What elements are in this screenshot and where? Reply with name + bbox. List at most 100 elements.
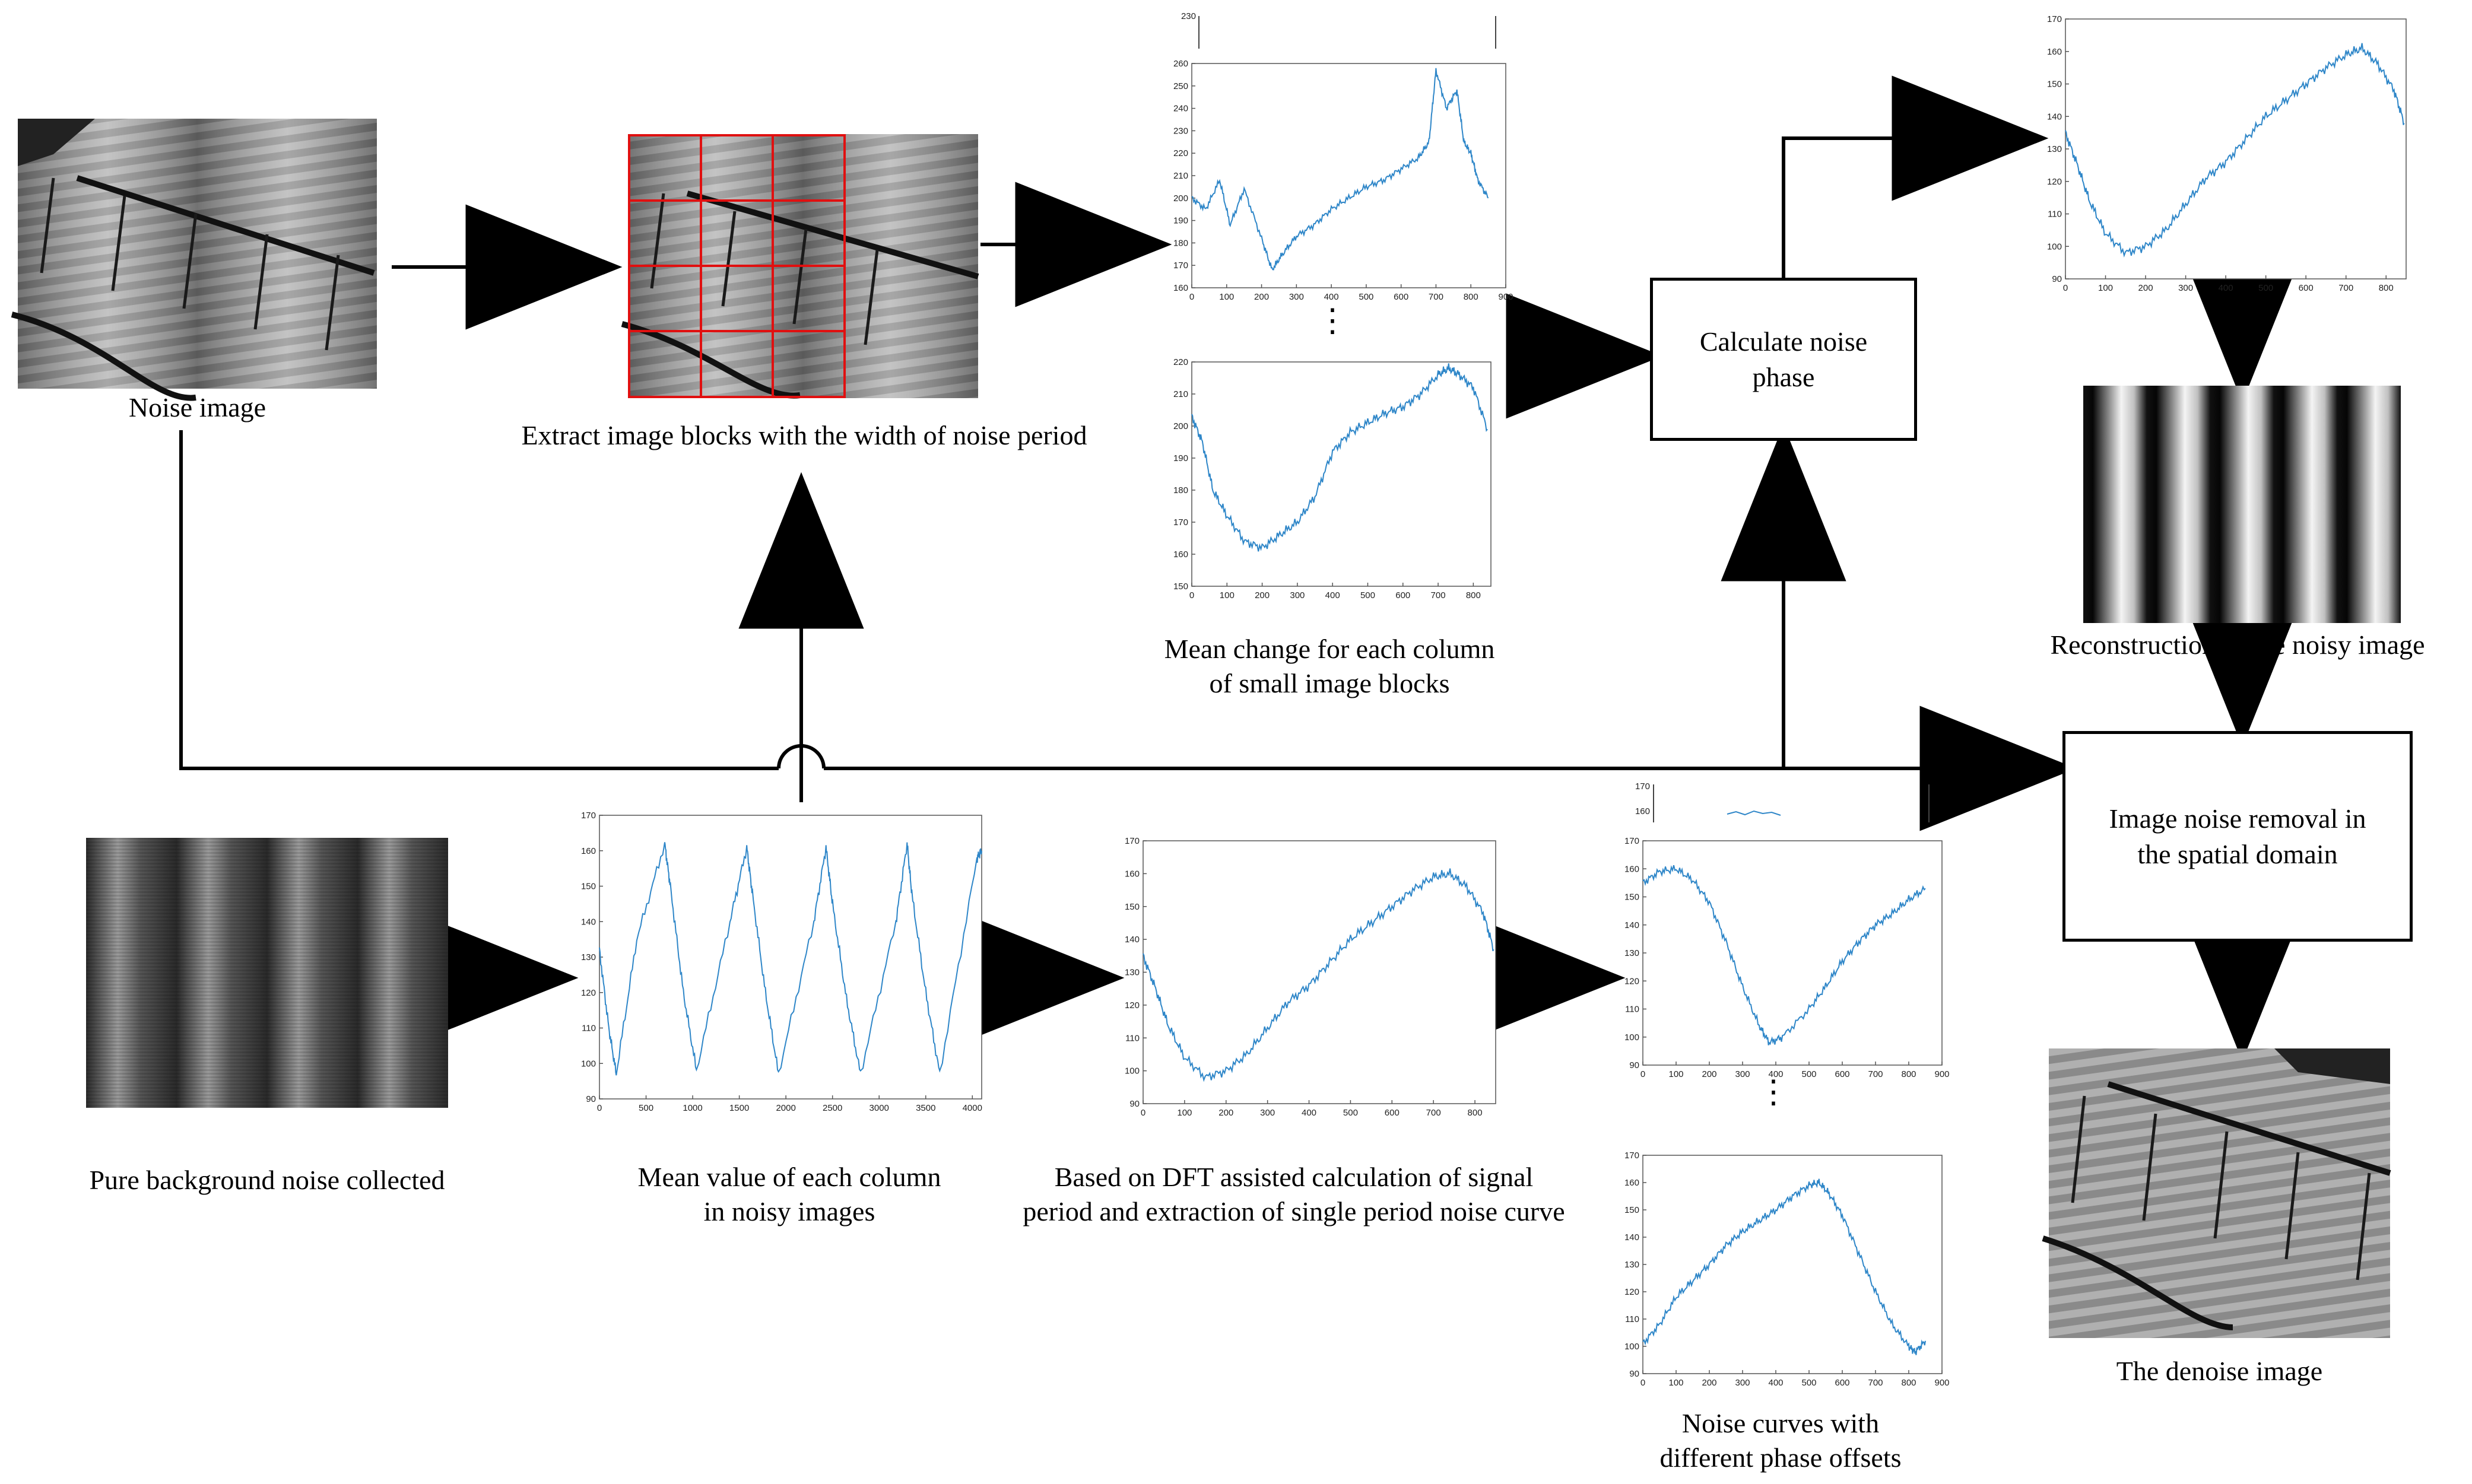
- y-tick-label: 200: [1173, 193, 1188, 204]
- stub-chart-phase: 170 160: [1635, 781, 1930, 822]
- x-tick-label: 200: [1218, 1108, 1233, 1118]
- y-tick-label: 160: [1125, 869, 1140, 879]
- y-tick-label: 120: [1624, 1287, 1639, 1297]
- x-tick-label: 3500: [916, 1103, 935, 1113]
- x-tick-label: 600: [1835, 1378, 1849, 1388]
- y-tick-label: 130: [2047, 144, 2062, 154]
- y-tick-label: 190: [1173, 453, 1188, 463]
- x-tick-label: 700: [2338, 283, 2353, 293]
- denoise-image: [2042, 1048, 2391, 1338]
- y-tick-label: 160: [1173, 283, 1188, 293]
- x-tick-label: 1500: [729, 1103, 749, 1113]
- x-tick-label: 400: [1768, 1378, 1783, 1388]
- y-tick-label: 140: [1624, 1232, 1639, 1243]
- y-tick-label: 180: [1173, 485, 1188, 495]
- x-tick-label: 100: [1177, 1108, 1192, 1118]
- y-tick-label: 170: [1624, 836, 1639, 846]
- x-tick-label: 500: [2258, 283, 2273, 293]
- x-tick-label: 700: [1426, 1108, 1441, 1118]
- y-tick-label: 170: [2047, 14, 2062, 24]
- caption-mean-change: Mean change for each column of small ima…: [1164, 634, 1495, 698]
- series-line: [1642, 865, 1926, 1046]
- x-tick-label: 3000: [870, 1103, 889, 1113]
- red-block-grid: [628, 134, 846, 398]
- noise-removal-box: Image noise removal in the spatial domai…: [2062, 731, 2413, 942]
- plot-frame: [1642, 1155, 1943, 1374]
- y-tick-label: 250: [1173, 81, 1188, 91]
- y-tick-label: 150: [1125, 902, 1140, 912]
- x-tick-label: 500: [1343, 1108, 1358, 1118]
- stub-chart-top: 230: [1181, 11, 1496, 49]
- x-tick-label: 100: [1668, 1069, 1683, 1079]
- x-tick-label: 1000: [683, 1103, 702, 1113]
- y-tick-label: 120: [1125, 1000, 1140, 1010]
- ellipsis-top: ⋮: [1316, 303, 1348, 338]
- x-tick-label: 500: [1801, 1378, 1816, 1388]
- image-blocks: [621, 134, 979, 399]
- x-tick-label: 400: [1324, 292, 1339, 302]
- y-tick-label: 130: [581, 952, 596, 962]
- x-tick-label: 800: [2379, 283, 2394, 293]
- arrow-calc-to-top-chart: [1782, 75, 2049, 278]
- x-tick-label: 700: [1431, 590, 1446, 600]
- caption-pure-background: Pure background noise collected: [89, 1165, 445, 1195]
- x-tick-label: 800: [1464, 292, 1478, 302]
- x-tick-label: 2500: [823, 1103, 842, 1113]
- y-tick-label: 160: [1624, 1178, 1639, 1188]
- y-tick-label: 170: [1125, 836, 1140, 846]
- line-noise-down: [179, 430, 779, 770]
- x-tick-label: 100: [2098, 283, 2113, 293]
- series-line: [599, 842, 982, 1076]
- y-tick-label: 150: [1624, 892, 1639, 903]
- x-tick-label: 200: [1702, 1378, 1716, 1388]
- y-tick-label: 100: [1624, 1342, 1639, 1352]
- caption-noise-image: Noise image: [128, 392, 266, 422]
- y-tick-label: 150: [1624, 1205, 1639, 1215]
- x-tick-label: 0: [1640, 1378, 1645, 1388]
- y-tick-label: 100: [1125, 1066, 1140, 1076]
- x-tick-label: 600: [2299, 283, 2314, 293]
- x-tick-label: 200: [1255, 590, 1270, 600]
- y-tick-label: 110: [2048, 209, 2062, 220]
- x-tick-label: 300: [2178, 283, 2193, 293]
- x-tick-label: 0: [1141, 1108, 1145, 1118]
- y-tick-label: 100: [581, 1059, 596, 1069]
- noise-image: [11, 119, 377, 401]
- calculate-noise-phase-box: Calculate noise phase: [1650, 278, 1917, 441]
- y-tick-label: 170: [1173, 260, 1188, 271]
- y-tick-label: 220: [1173, 148, 1188, 158]
- x-tick-label: 500: [1801, 1069, 1816, 1079]
- x-tick-label: 500: [639, 1103, 653, 1113]
- y-tick-label: 170: [1624, 1151, 1639, 1161]
- x-tick-label: 400: [1325, 590, 1340, 600]
- y-tick-label: 150: [2047, 80, 2062, 90]
- y-tick-label: 180: [1173, 238, 1188, 248]
- x-tick-label: 100: [1220, 590, 1235, 600]
- y-tick-label: 130: [1624, 1260, 1639, 1270]
- y-tick-label: 120: [1624, 976, 1639, 986]
- y-tick-label: 210: [1173, 389, 1188, 399]
- x-tick-label: 800: [1466, 590, 1481, 600]
- y-tick-label: 150: [1173, 581, 1188, 592]
- x-tick-label: 0: [1189, 590, 1194, 600]
- x-tick-label: 700: [1868, 1069, 1883, 1079]
- x-tick-label: 100: [1219, 292, 1234, 302]
- y-tick-label: 170: [581, 811, 596, 821]
- x-tick-label: 400: [2219, 283, 2233, 293]
- caption-extract-blocks: Extract image blocks with the width of n…: [521, 420, 1087, 450]
- y-tick-label: 120: [2047, 177, 2062, 187]
- x-tick-label: 0: [597, 1103, 602, 1113]
- y-tick-label: 90: [1629, 1060, 1639, 1070]
- y-tick-label: 140: [1125, 935, 1140, 945]
- series-line: [1191, 363, 1488, 552]
- x-tick-label: 2000: [776, 1103, 795, 1113]
- y-tick-label: 240: [1173, 104, 1188, 114]
- x-tick-label: 300: [1735, 1069, 1750, 1079]
- x-tick-label: 400: [1768, 1069, 1783, 1079]
- x-tick-label: 700: [1868, 1378, 1883, 1388]
